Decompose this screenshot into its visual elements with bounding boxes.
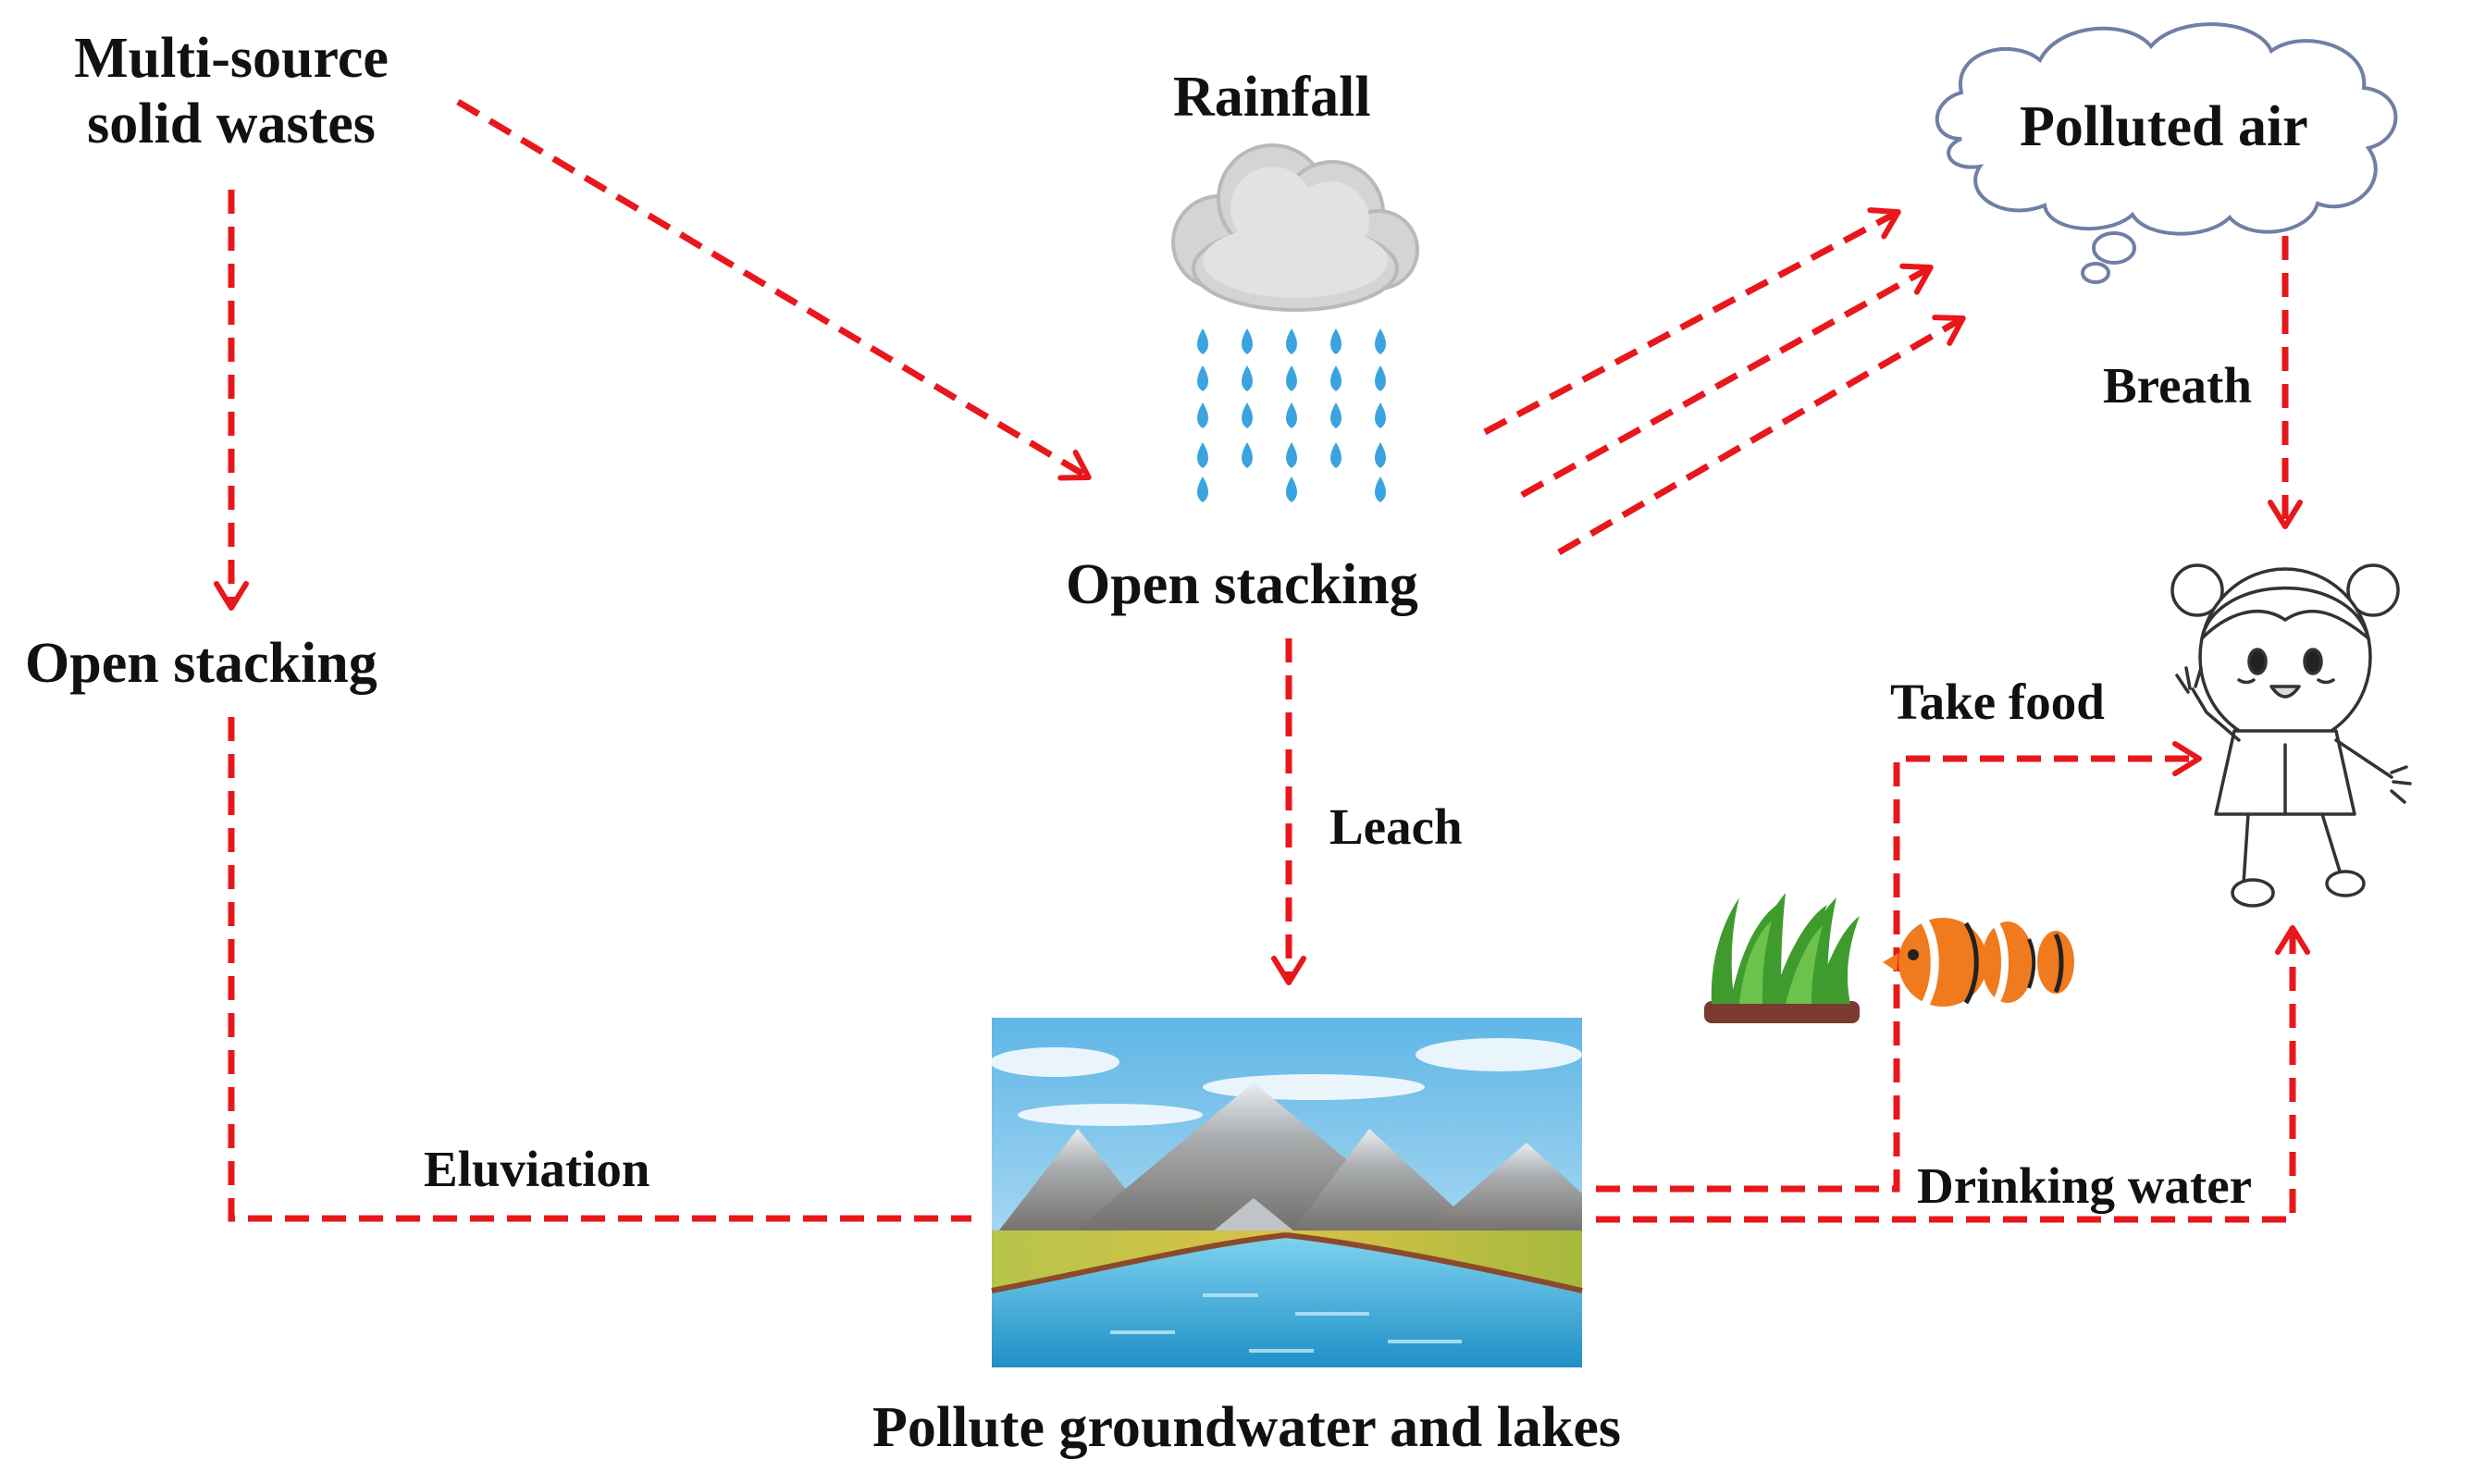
open-stacking-left-label: Open stacking [25,632,377,695]
clownfish-icon [1883,918,2074,1008]
grass-icon [1704,893,1860,1023]
drinking-water-label: Drinking water [1917,1157,2253,1214]
child-figure-icon [2170,563,2412,908]
arrow-stacking-to-air-3 [1557,315,1966,556]
take-food-label: Take food [1890,674,2105,730]
arrow-drinking-water [1596,925,2310,1223]
arrow-stacking-to-air-1 [1483,207,1901,436]
rainfall-label: Rainfall [1173,66,1371,129]
open-stacking-center-label: Open stacking [1066,553,1418,616]
rain-cloud-icon [1171,143,1419,502]
source-label: Multi-source solid wastes [37,26,426,158]
pollute-water-label: Pollute groundwater and lakes [872,1396,1621,1459]
arrow-stacking-to-air-2 [1520,263,1934,499]
arrow-group [214,98,2310,1223]
arrow-eluviation [228,717,971,1222]
arrow-take-food [1596,741,2202,1193]
raindrops [1197,328,1386,502]
source-label-line2: solid wastes [87,93,376,156]
eluviation-label: Eluviation [424,1141,650,1197]
leach-label: Leach [1329,798,1463,855]
source-label-line1: Multi-source [74,27,389,90]
breath-label: Breath [2103,357,2252,414]
mountain-lake-landscape [990,1018,1583,1367]
thought-cloud-icon [1935,22,2398,284]
arrow-source-to-center-stacking [456,98,1092,481]
polluted-air-label: Polluted air [2020,95,2308,158]
